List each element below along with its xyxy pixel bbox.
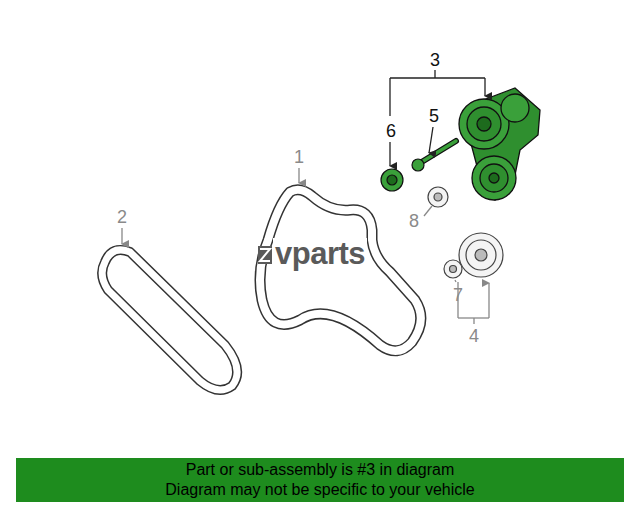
- idler-pulley-small: [428, 187, 448, 207]
- tensioner-pulley: [381, 169, 403, 191]
- leader-lines: [122, 70, 489, 324]
- notice-text: Part or sub-assembly is #3 in diagram: [186, 460, 455, 480]
- callout-number: 4: [469, 327, 479, 345]
- callout-number: 5: [429, 107, 439, 125]
- notice-band: Part or sub-assembly is #3 in diagramDia…: [16, 458, 624, 502]
- callout-number: 7: [453, 286, 463, 304]
- callout-number: 6: [386, 122, 396, 140]
- callout-number: 8: [409, 212, 419, 230]
- callout-number: 1: [294, 148, 304, 166]
- belt-tensioner: [459, 88, 540, 200]
- notice-text: Diagram may not be specific to your vehi…: [165, 480, 474, 500]
- idler-pulley: [459, 233, 503, 277]
- belt-one: [260, 190, 421, 351]
- pulley-cap: [444, 260, 462, 278]
- bolt: [412, 141, 456, 171]
- callout-number: 3: [430, 51, 440, 69]
- watermark: vparts: [273, 238, 367, 269]
- callout-number: 2: [117, 208, 127, 226]
- belt-two: [102, 250, 237, 390]
- watermark-icon: [258, 246, 272, 264]
